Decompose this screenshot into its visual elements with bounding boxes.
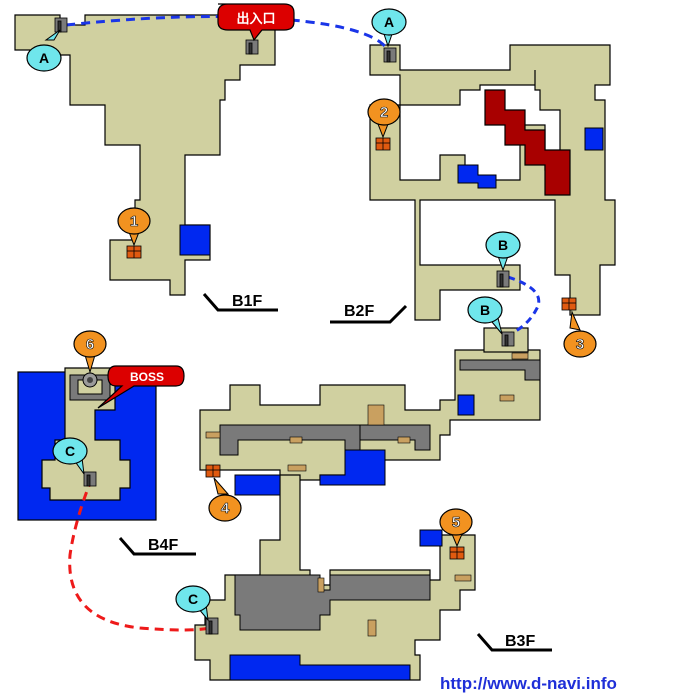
b3f-wall-upper-right bbox=[459, 359, 541, 381]
stairs-icon bbox=[83, 471, 97, 487]
floor-b1f bbox=[14, 14, 276, 296]
treasure-marker-1: 1 bbox=[117, 207, 151, 247]
svg-text:A: A bbox=[384, 14, 394, 30]
stair-marker-a-b2f: A bbox=[371, 8, 407, 48]
link-c bbox=[68, 477, 211, 632]
stair-marker-b-b3f: B bbox=[467, 296, 503, 335]
stair-marker-c-b3f: C bbox=[175, 585, 211, 622]
site-url[interactable]: http://www.d-navi.info bbox=[440, 674, 617, 693]
floor-b2f bbox=[369, 44, 616, 321]
stair-marker-a-b1f: A bbox=[26, 29, 62, 72]
treasure-marker-5: 5 bbox=[439, 508, 473, 548]
svg-text:6: 6 bbox=[86, 336, 94, 353]
stairs-icons bbox=[54, 17, 515, 635]
floor-label-b4f: B4F bbox=[148, 537, 178, 554]
b3f-water-left bbox=[234, 474, 281, 496]
b2f-water-pool-mid bbox=[457, 164, 497, 189]
treasure-markers: 1 2 3 4 5 6 bbox=[73, 98, 597, 548]
svg-text:B: B bbox=[480, 302, 490, 318]
b3f-water-top bbox=[319, 449, 386, 486]
svg-text:C: C bbox=[188, 591, 198, 607]
floor-label-b2f: B2F bbox=[344, 303, 374, 320]
treasure-chest-icon bbox=[126, 245, 142, 259]
svg-text:5: 5 bbox=[452, 514, 460, 531]
svg-text:B: B bbox=[498, 237, 508, 253]
b2f-lava-channel bbox=[484, 89, 571, 196]
stairs-icon bbox=[205, 617, 219, 635]
svg-text:2: 2 bbox=[380, 104, 388, 121]
b1f-water-pool bbox=[179, 224, 211, 256]
entrance-label: 出入口 bbox=[236, 11, 275, 26]
b2f-inner-gap bbox=[399, 70, 561, 181]
svg-text:C: C bbox=[65, 443, 75, 459]
entrance-tag: 出入口 bbox=[217, 3, 295, 42]
stair-markers: A A B B C C bbox=[26, 8, 521, 622]
link-b bbox=[507, 275, 541, 335]
boss-spot-icon bbox=[82, 372, 98, 388]
treasure-marker-6: 6 bbox=[73, 330, 107, 374]
treasure-icons bbox=[126, 137, 577, 560]
svg-text:4: 4 bbox=[221, 500, 230, 517]
stairs-icon bbox=[383, 47, 397, 63]
boss-label: BOSS bbox=[130, 370, 164, 384]
stairs-icon bbox=[245, 39, 259, 55]
stairs-icon bbox=[54, 17, 68, 33]
b3f-water-small bbox=[457, 394, 475, 416]
treasure-marker-3: 3 bbox=[563, 310, 597, 358]
stair-marker-b-b2f: B bbox=[485, 231, 521, 272]
treasure-chest-icon bbox=[561, 297, 577, 311]
floor-b3f bbox=[194, 327, 541, 681]
boss-tag: BOSS bbox=[97, 365, 185, 409]
svg-text:3: 3 bbox=[576, 336, 584, 353]
floor-b4f bbox=[17, 367, 157, 521]
stairs-icon bbox=[501, 331, 515, 347]
floor-labels: B1F B2F B4F B3F bbox=[118, 293, 552, 652]
floor-label-b1f: B1F bbox=[232, 293, 262, 310]
b2f-water-pool-right bbox=[584, 127, 604, 151]
treasure-chest-icon bbox=[205, 464, 221, 478]
b3f-doorways bbox=[205, 352, 529, 637]
svg-text:A: A bbox=[39, 50, 49, 66]
b3f-water-bottom bbox=[229, 654, 411, 681]
treasure-marker-2: 2 bbox=[367, 98, 401, 139]
b3f-wall-right bbox=[359, 424, 431, 451]
floor-label-b3f: B3F bbox=[505, 633, 535, 650]
svg-text:1: 1 bbox=[130, 213, 138, 230]
treasure-marker-4: 4 bbox=[208, 477, 242, 522]
stair-marker-c-b4f: C bbox=[52, 437, 88, 475]
stairs-icon bbox=[496, 270, 510, 288]
b3f-water-notch bbox=[419, 529, 443, 547]
treasure-chest-icon bbox=[449, 546, 465, 560]
treasure-chest-icon bbox=[375, 137, 391, 151]
